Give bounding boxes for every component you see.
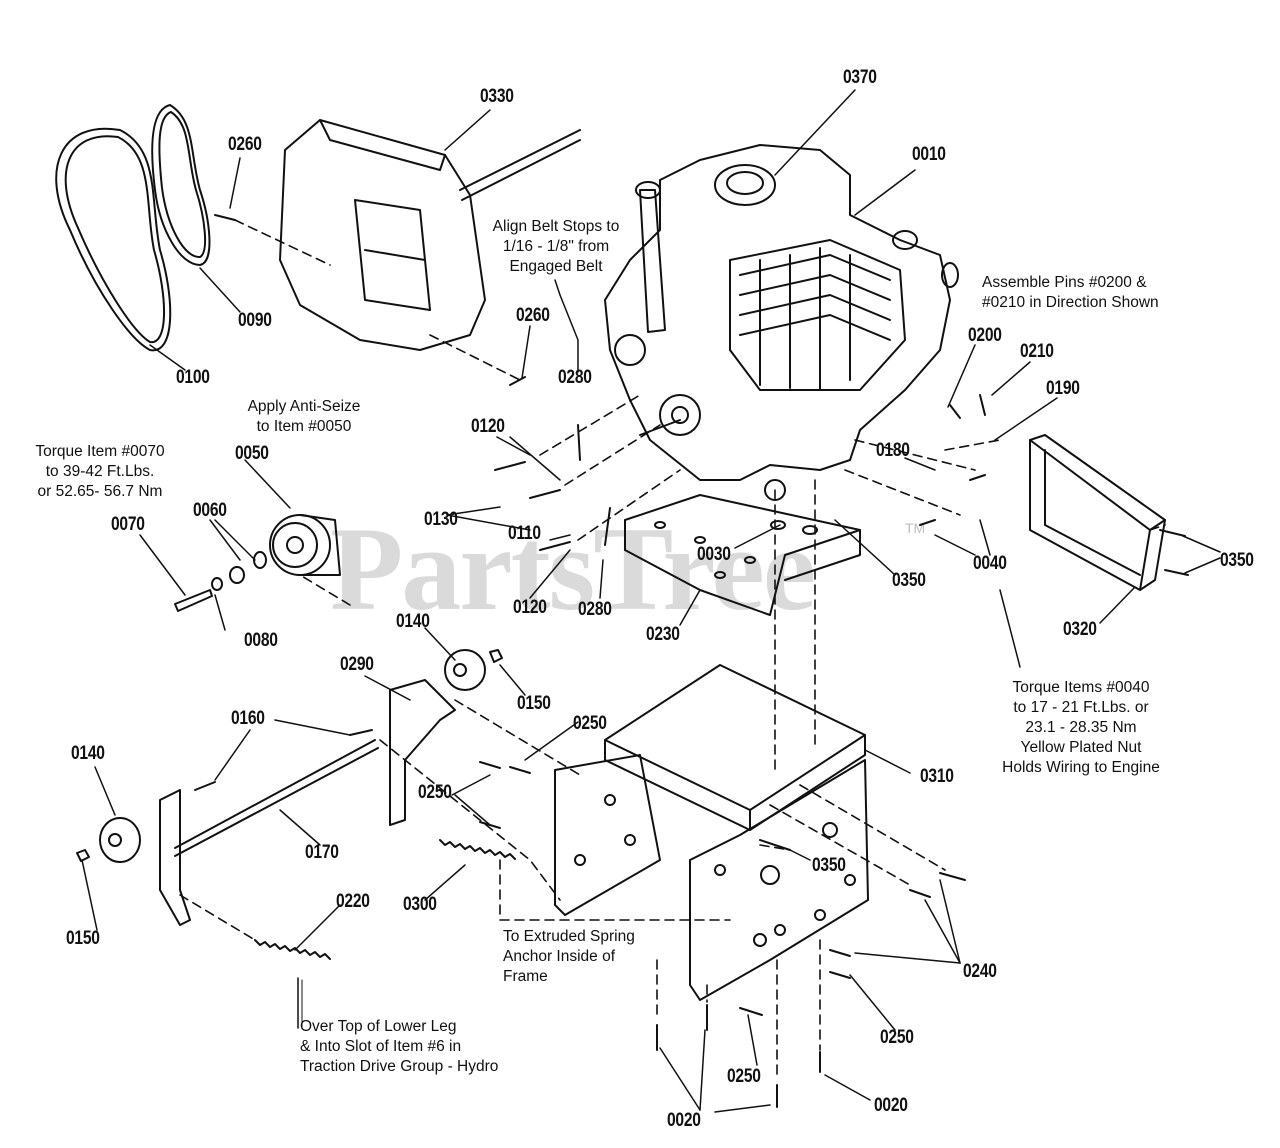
callout-0090: 0090 bbox=[238, 310, 272, 331]
callout-0250-b: 0250 bbox=[418, 782, 452, 803]
callout-0120-b: 0120 bbox=[513, 597, 547, 618]
belt-cover-0330 bbox=[279, 119, 581, 351]
callout-0250: 0250 bbox=[573, 713, 607, 734]
callout-0040: 0040 bbox=[973, 553, 1007, 574]
callout-0240: 0240 bbox=[963, 961, 997, 982]
frame-0310 bbox=[554, 664, 869, 1001]
callout-0100: 0100 bbox=[176, 367, 210, 388]
callout-0020-b: 0020 bbox=[874, 1095, 908, 1116]
callout-0300: 0300 bbox=[403, 894, 437, 915]
callout-0370: 0370 bbox=[843, 67, 877, 88]
callout-0140: 0140 bbox=[396, 611, 430, 632]
callout-0260-b: 0260 bbox=[516, 305, 550, 326]
belt-0090 bbox=[151, 104, 211, 266]
callout-0050: 0050 bbox=[235, 443, 269, 464]
note-align-belt: Align Belt Stops to 1/16 - 1/8" from Eng… bbox=[492, 218, 620, 275]
callout-0280: 0280 bbox=[558, 367, 592, 388]
assembly-lines bbox=[179, 219, 1166, 1081]
washer-0060 bbox=[253, 551, 267, 569]
shaft-0170 bbox=[174, 739, 376, 849]
callout-0350-c: 0350 bbox=[812, 855, 846, 876]
note-assemble-pins: Assemble Pins #0200 & #0210 in Direction… bbox=[982, 274, 1159, 311]
callout-0020: 0020 bbox=[667, 1110, 701, 1131]
callout-0200: 0200 bbox=[968, 325, 1002, 346]
pulley-0050 bbox=[269, 514, 341, 576]
callout-0180: 0180 bbox=[876, 440, 910, 461]
callout-0010: 0010 bbox=[912, 144, 946, 165]
callout-0280-b: 0280 bbox=[578, 599, 612, 620]
idler-arm-0290 bbox=[389, 679, 456, 826]
watermark: PartsTree bbox=[330, 502, 816, 635]
note-torque-0040: Torque Items #0040 to 17 - 21 Ft.Lbs. or… bbox=[1002, 679, 1160, 776]
spring-0220 bbox=[254, 939, 331, 960]
callout-0250-d: 0250 bbox=[727, 1066, 761, 1087]
callout-0210: 0210 bbox=[1020, 341, 1054, 362]
lockwasher-0080 bbox=[211, 577, 223, 591]
callout-0350: 0350 bbox=[892, 570, 926, 591]
callout-0260: 0260 bbox=[228, 134, 262, 155]
callout-0350-b: 0350 bbox=[1220, 550, 1254, 571]
leader-lines bbox=[81, 89, 1221, 1113]
callout-0030: 0030 bbox=[697, 544, 731, 565]
callout-0230: 0230 bbox=[646, 624, 680, 645]
engine-0010 bbox=[604, 144, 959, 501]
guard-0320 bbox=[1029, 434, 1166, 591]
callout-0290: 0290 bbox=[340, 654, 374, 675]
fasteners bbox=[194, 214, 1189, 1108]
idler-pulley-0140-left bbox=[99, 817, 141, 863]
callout-0080: 0080 bbox=[244, 630, 278, 651]
callout-0170: 0170 bbox=[305, 842, 339, 863]
callout-0150: 0150 bbox=[517, 693, 551, 714]
callout-0070: 0070 bbox=[111, 514, 145, 535]
callout-0140-b: 0140 bbox=[71, 743, 105, 764]
callout-0150-b: 0150 bbox=[66, 928, 100, 949]
idler-bracket bbox=[159, 789, 191, 926]
callout-0220: 0220 bbox=[336, 891, 370, 912]
note-extruded-spring: To Extruded Spring Anchor Inside of Fram… bbox=[503, 928, 635, 985]
callout-0160: 0160 bbox=[231, 708, 265, 729]
callout-0130: 0130 bbox=[424, 509, 458, 530]
callout-0120: 0120 bbox=[471, 416, 505, 437]
callout-0320: 0320 bbox=[1063, 619, 1097, 640]
nut-0150-top bbox=[489, 649, 503, 663]
belt-0100 bbox=[55, 127, 172, 352]
spring-0300 bbox=[439, 839, 516, 860]
callout-0330: 0330 bbox=[480, 86, 514, 107]
callout-0250-c: 0250 bbox=[880, 1027, 914, 1048]
mount-plate-0230 bbox=[624, 494, 861, 616]
note-over-top: Over Top of Lower Leg & Into Slot of Ite… bbox=[300, 1018, 499, 1075]
bolt-0070 bbox=[174, 589, 213, 612]
callout-0190: 0190 bbox=[1046, 378, 1080, 399]
callout-0310: 0310 bbox=[920, 766, 954, 787]
nut-0150-left bbox=[76, 849, 90, 862]
note-anti-seize: Apply Anti-Seize to Item #0050 bbox=[247, 398, 361, 435]
note-torque-0070: Torque Item #0070 to 39-42 Ft.Lbs. or 52… bbox=[35, 443, 165, 500]
washer-0060-b bbox=[229, 566, 245, 584]
callout-0110: 0110 bbox=[508, 523, 541, 544]
idler-pulley-0140-top bbox=[444, 649, 486, 691]
callout-0060: 0060 bbox=[193, 500, 227, 521]
